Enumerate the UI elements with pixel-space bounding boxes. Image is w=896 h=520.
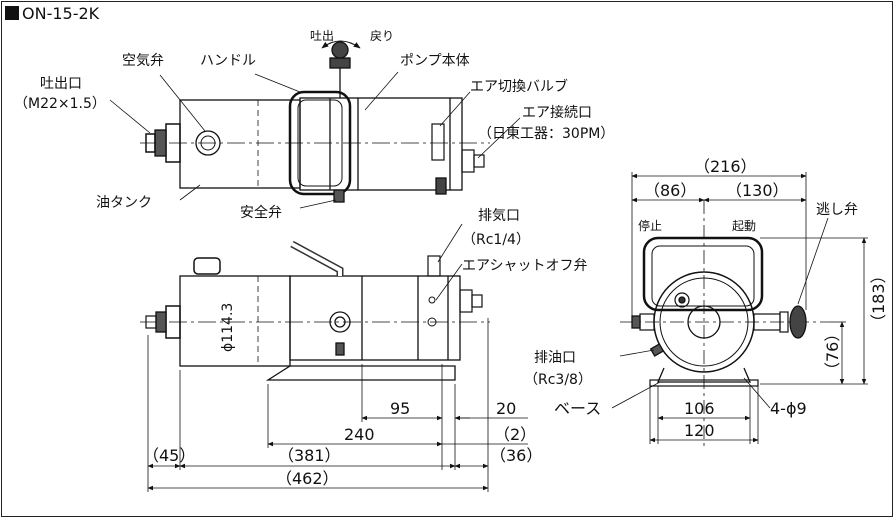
label-return: 戻り [370, 29, 394, 43]
dim-120: 120 [684, 421, 715, 440]
front-base [657, 367, 751, 383]
relief-valve-knob [789, 305, 807, 339]
dim-76: （76） [823, 326, 842, 378]
side-base [265, 365, 456, 381]
side-pump-body [289, 275, 461, 361]
dim-106: 106 [684, 399, 715, 418]
label-discharge: 吐出 [310, 29, 334, 43]
side-dimension-lines [147, 318, 528, 492]
dim-216: （216） [694, 157, 757, 176]
dim-381: （381） [278, 446, 341, 465]
label-diameter: ϕ114.3 [220, 303, 236, 352]
dim-86: （86） [644, 181, 696, 200]
dim-36: （36） [490, 446, 542, 465]
dim-holes: 4-ϕ9 [770, 399, 807, 418]
label-safety-valve: 安全弁 [240, 204, 282, 221]
label-base: ベース [554, 399, 601, 418]
label-air-shutoff-valve: エアシャットオフ弁 [462, 258, 587, 274]
dim-130: （130） [726, 181, 789, 200]
label-air-vent: 空気弁 [122, 53, 164, 69]
side-leaders [435, 223, 463, 301]
label-stop: 停止 [638, 218, 662, 233]
side-view [140, 240, 490, 381]
label-exhaust-port: 排気口 [478, 208, 520, 224]
page-title: ON-15-2K [22, 4, 100, 23]
front-leaders [611, 217, 829, 409]
label-discharge-port: 吐出口 [40, 76, 82, 92]
label-exhaust-size: （Rc1/4） [462, 232, 530, 248]
label-air-switch-valve: エア切換バルブ [470, 78, 568, 95]
top-leaders [109, 71, 521, 209]
label-oil-tank: 油タンク [96, 195, 152, 211]
top-handle [288, 90, 352, 196]
dim-462: （462） [276, 469, 339, 488]
title-square-icon [5, 6, 19, 20]
top-oil-tank [179, 99, 301, 189]
label-drain-size: （Rc3/8） [524, 372, 592, 388]
front-view [620, 200, 830, 450]
top-air-vent [195, 130, 221, 156]
dim-45: （45） [143, 446, 195, 465]
top-pump-body [299, 97, 463, 191]
label-handle: ハンドル [200, 53, 256, 69]
label-pump-body: ポンプ本体 [400, 53, 470, 69]
dim-240: 240 [344, 425, 375, 444]
label-start: 起動 [732, 219, 756, 233]
front-dimension-lines [631, 172, 868, 444]
dim-183: （183） [869, 267, 888, 330]
label-air-connection: エア接続口 [522, 104, 592, 121]
label-air-connection-spec: （日東工器：30PM） [478, 126, 614, 142]
label-drain-port: 排油口 [534, 350, 576, 366]
dim-95: 95 [390, 399, 410, 418]
rotation-arrow-icon [321, 40, 361, 49]
front-handle [642, 236, 764, 312]
dim-2: （2） [494, 425, 536, 444]
label-relief-valve: 逃し弁 [816, 202, 858, 218]
label-discharge-size: （M22×1.5） [14, 96, 106, 112]
dim-20: 20 [496, 399, 516, 418]
